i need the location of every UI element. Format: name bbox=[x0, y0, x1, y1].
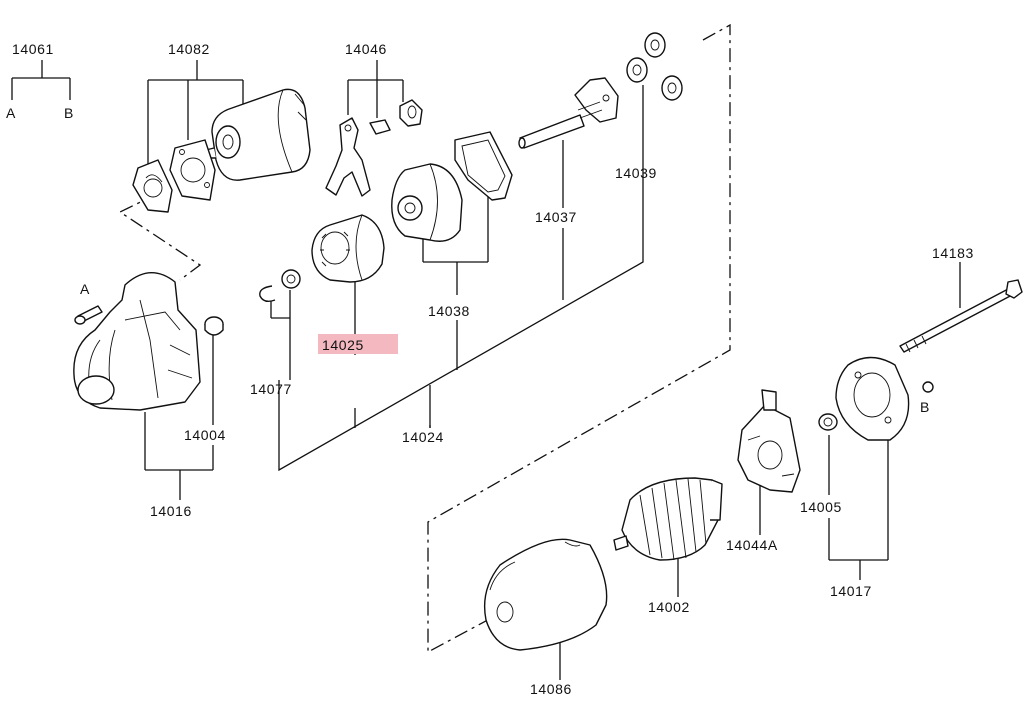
label-a-top: A bbox=[6, 105, 16, 121]
yoke-part bbox=[483, 538, 608, 651]
label-14037: 14037 bbox=[535, 209, 577, 225]
shift-lever-part bbox=[325, 99, 423, 197]
pinion-clutch-part bbox=[311, 214, 385, 283]
label-b-screw: B bbox=[920, 399, 930, 415]
armature-part bbox=[613, 477, 723, 561]
gear-housing-gasket-part bbox=[454, 131, 513, 201]
bushing-14005-part bbox=[818, 413, 838, 431]
label-14024: 14024 bbox=[402, 429, 444, 445]
planet-gears-part bbox=[626, 32, 683, 101]
gear-housing-part bbox=[391, 163, 463, 242]
solenoid-plate-part bbox=[132, 159, 173, 213]
bushing-14004-part bbox=[204, 316, 224, 336]
label-b-top: B bbox=[64, 105, 74, 121]
label-14061: 14061 bbox=[12, 41, 54, 57]
rear-bracket-part bbox=[835, 356, 910, 441]
label-a-bolt: A bbox=[80, 281, 90, 297]
highlight-14025 bbox=[318, 334, 398, 354]
label-14016: 14016 bbox=[150, 503, 192, 519]
part-labels: 14061 A B 14082 14046 14039 14037 14038 … bbox=[6, 41, 974, 697]
leader-lines bbox=[11, 60, 961, 680]
through-bolt-part bbox=[899, 279, 1023, 353]
solenoid-part bbox=[205, 88, 311, 181]
label-14039: 14039 bbox=[615, 165, 657, 181]
bolt-a-part bbox=[74, 305, 103, 325]
label-14082: 14082 bbox=[168, 41, 210, 57]
label-14046: 14046 bbox=[345, 41, 387, 57]
solenoid-gasket-part bbox=[169, 139, 216, 201]
label-14017: 14017 bbox=[830, 583, 872, 599]
brush-holder-part bbox=[737, 389, 801, 493]
label-14005: 14005 bbox=[800, 499, 842, 515]
label-14002: 14002 bbox=[648, 599, 690, 615]
label-14183: 14183 bbox=[932, 245, 974, 261]
planetary-shaft-part bbox=[518, 77, 619, 149]
label-14044a: 14044A bbox=[726, 537, 778, 553]
label-14004: 14004 bbox=[184, 427, 226, 443]
label-14086: 14086 bbox=[530, 681, 572, 697]
front-housing-part bbox=[73, 272, 201, 411]
label-14025: 14025 bbox=[322, 337, 364, 353]
dashed-group-lines bbox=[118, 23, 731, 654]
label-14077: 14077 bbox=[250, 381, 292, 397]
snap-ring-part bbox=[259, 269, 301, 303]
label-14038: 14038 bbox=[428, 303, 470, 319]
screw-b-part bbox=[922, 381, 934, 393]
